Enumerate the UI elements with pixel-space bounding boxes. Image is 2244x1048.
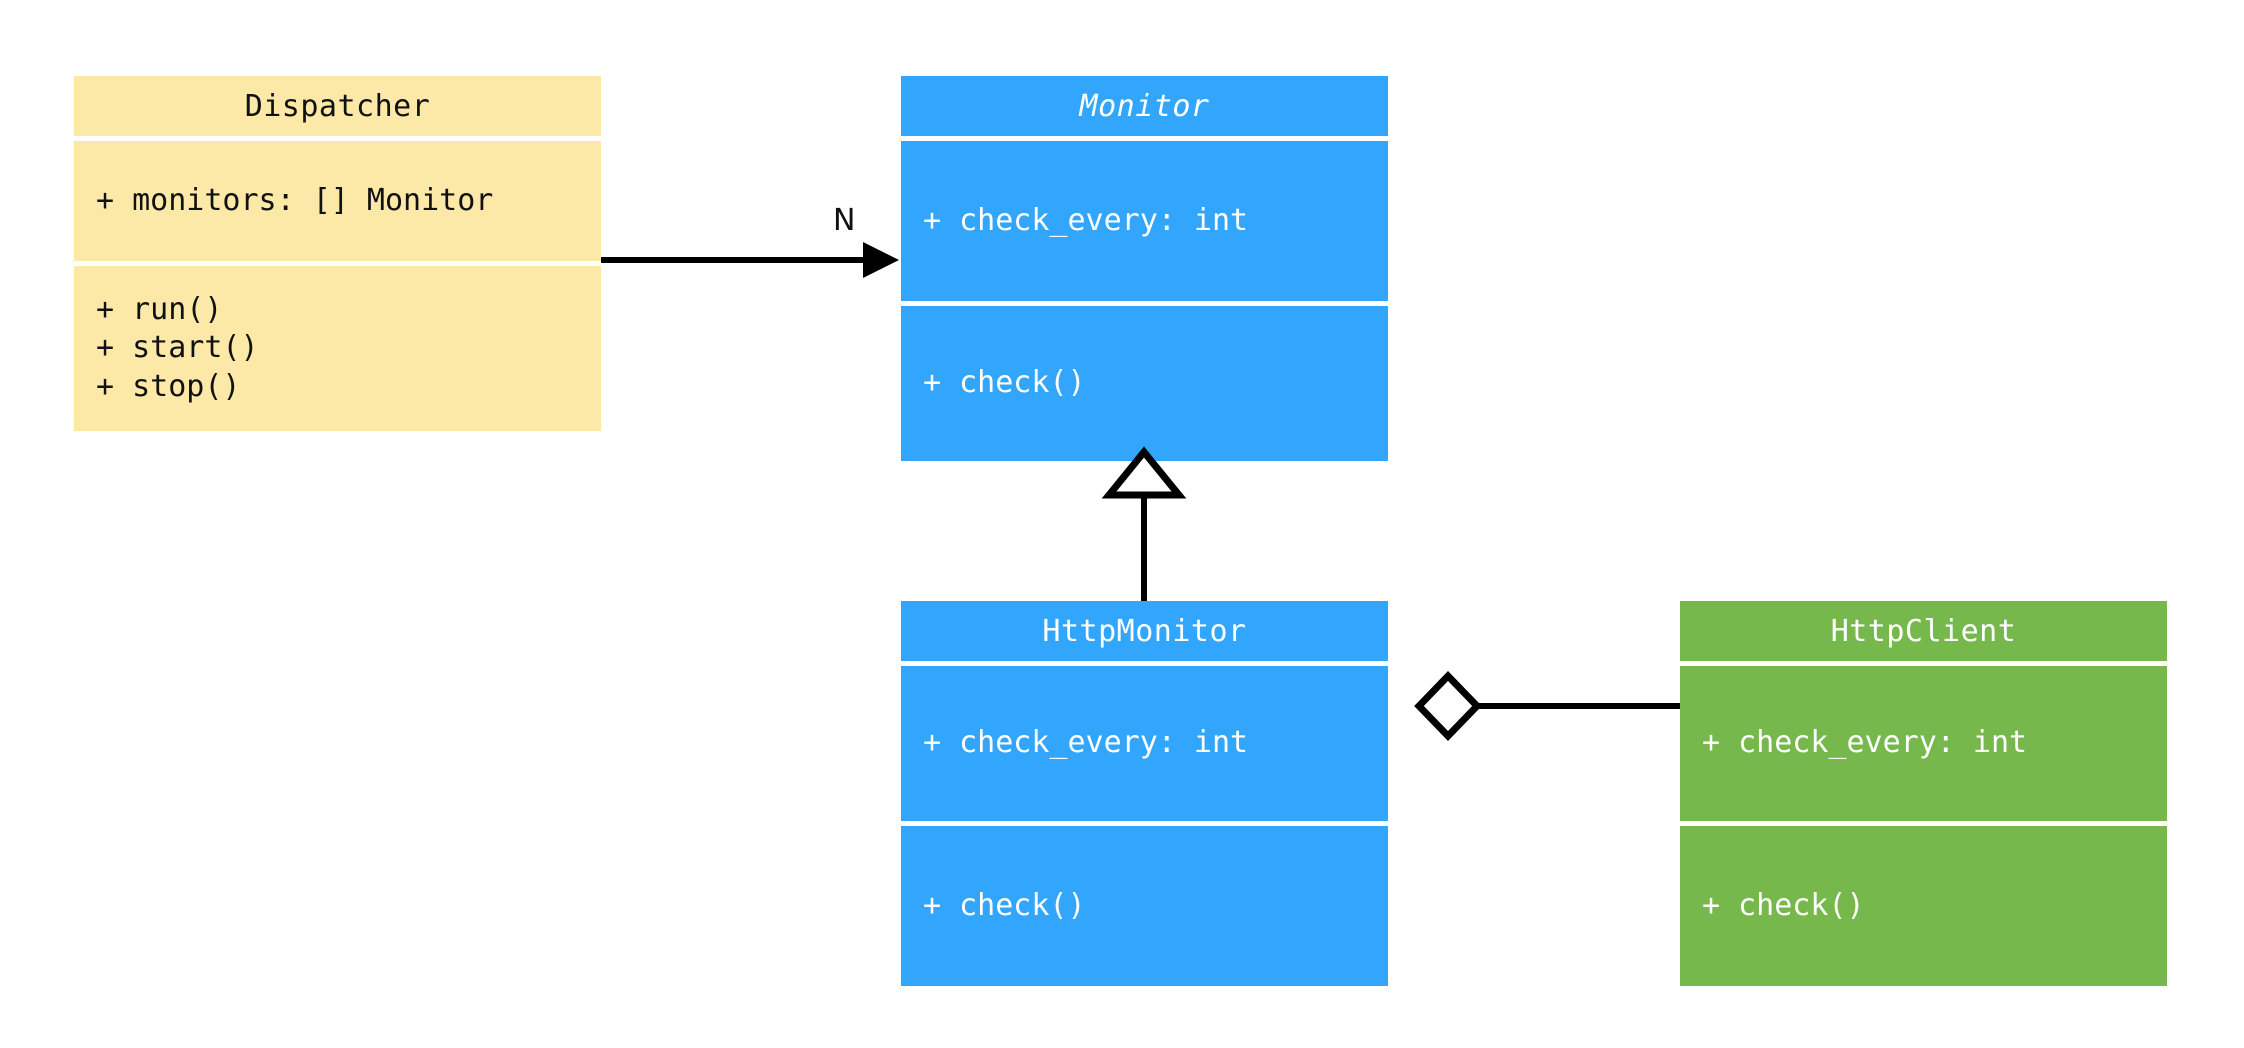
class-methods-compartment: + check(): [1680, 826, 2167, 986]
method-item: + run(): [96, 291, 223, 327]
method-item: + check(): [923, 887, 1086, 923]
class-attributes-compartment: + check_every: int: [901, 141, 1388, 301]
class-box-httpmonitor[interactable]: HttpMonitor + check_every: int + check(): [901, 601, 1388, 986]
class-methods-compartment: + run() + start() + stop(): [74, 266, 601, 431]
class-box-httpclient[interactable]: HttpClient + check_every: int + check(): [1680, 601, 2167, 986]
method-item: + start(): [96, 330, 259, 366]
filled-arrowhead-icon: [863, 242, 899, 278]
class-title-compartment: HttpMonitor: [901, 601, 1388, 661]
hollow-diamond-icon: [1414, 670, 1482, 742]
relationship-association-dispatcher-monitor[interactable]: [601, 242, 899, 278]
class-name-dispatcher: Dispatcher: [244, 88, 431, 124]
class-title-compartment: Monitor: [901, 76, 1388, 136]
method-item: + stop(): [96, 368, 241, 404]
attribute-item: + check_every: int: [923, 202, 1249, 238]
class-title-compartment: HttpClient: [1680, 601, 2167, 661]
class-attributes-compartment: + check_every: int: [1680, 666, 2167, 821]
method-item: + check(): [1702, 887, 1865, 923]
class-box-monitor[interactable]: Monitor + check_every: int + check(): [901, 76, 1388, 461]
attribute-item: + check_every: int: [923, 725, 1249, 761]
method-item: + check(): [923, 365, 1086, 401]
class-attributes-compartment: + check_every: int: [901, 666, 1388, 821]
attribute-item: + check_every: int: [1702, 725, 2028, 761]
attribute-item: + monitors: [] Monitor: [96, 182, 494, 218]
relationship-generalization-httpmonitor-monitor[interactable]: [1101, 446, 1187, 601]
class-box-dispatcher[interactable]: Dispatcher + monitors: [] Monitor + run(…: [74, 76, 601, 431]
class-methods-compartment: + check(): [901, 306, 1388, 461]
relationship-aggregation-httpmonitor-httpclient[interactable]: [1414, 670, 1680, 742]
class-methods-compartment: + check(): [901, 826, 1388, 986]
association-multiplicity-label: N: [833, 203, 856, 238]
class-name-monitor: Monitor: [1079, 88, 1210, 124]
class-name-httpmonitor: HttpMonitor: [1042, 613, 1247, 649]
class-attributes-compartment: + monitors: [] Monitor: [74, 141, 601, 261]
class-title-compartment: Dispatcher: [74, 76, 601, 136]
class-name-httpclient: HttpClient: [1830, 613, 2017, 649]
